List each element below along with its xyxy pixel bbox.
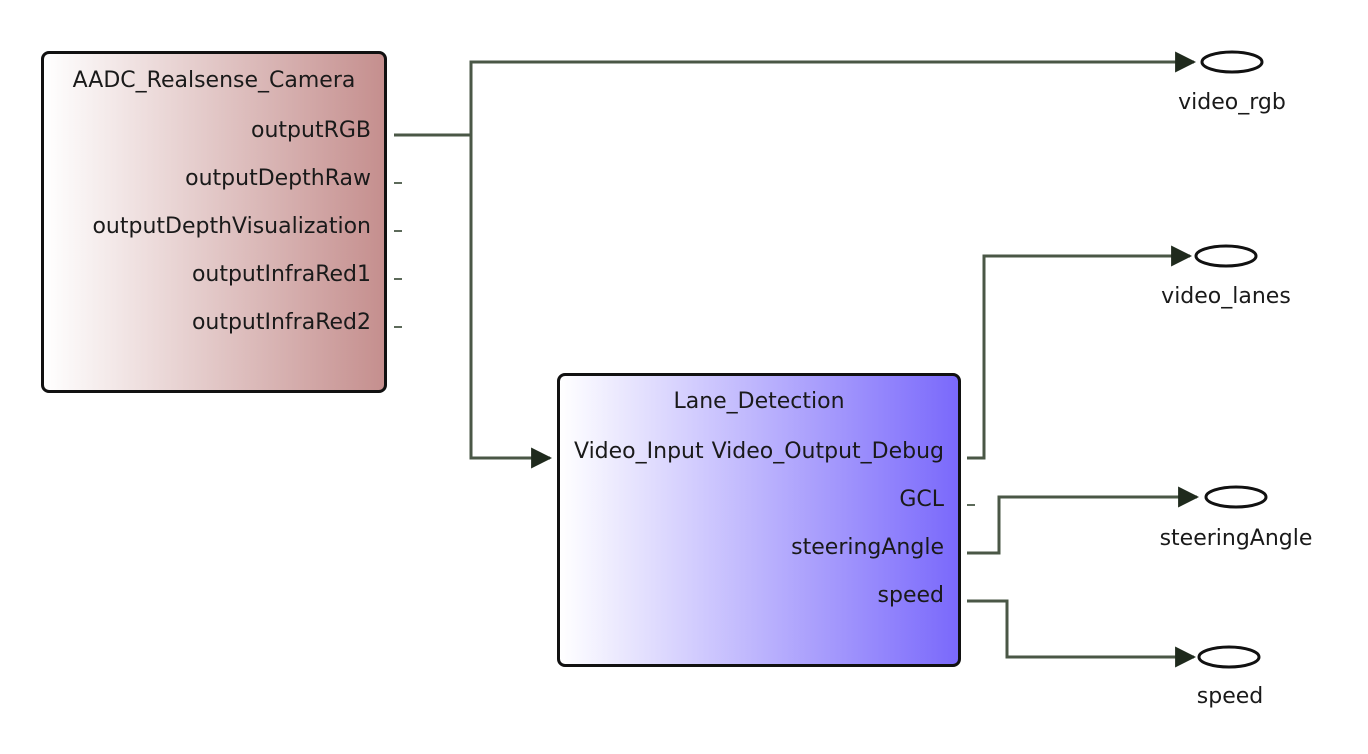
port-label-video-input: Video_Input xyxy=(574,439,704,464)
wire-outputrgb-to-video-input[interactable] xyxy=(469,135,553,469)
wire-steering-to-terminal[interactable] xyxy=(967,486,1200,555)
port-label-outputrgb: outputRGB xyxy=(251,118,371,143)
terminal-steering-icon[interactable] xyxy=(1204,485,1268,509)
port-label-outputdepthvisualization: outputDepthVisualization xyxy=(92,214,371,239)
terminal-label-speed: speed xyxy=(1196,684,1264,709)
port-label-outputdepthraw: outputDepthRaw xyxy=(185,166,371,191)
terminal-video-rgb-icon[interactable] xyxy=(1200,50,1264,74)
port-label-video-output-debug: Video_Output_Debug xyxy=(711,439,944,464)
block-lane-detection[interactable] xyxy=(557,373,961,667)
port-label-outputinfrared1: outputInfraRed1 xyxy=(191,262,371,287)
block-aadc-realsense-camera[interactable] xyxy=(41,51,387,393)
block-title-camera: AADC_Realsense_Camera xyxy=(72,68,356,93)
terminal-label-video-rgb: video_rgb xyxy=(1178,90,1286,115)
port-label-gcl: GCL xyxy=(899,487,944,512)
terminal-label-steeringangle: steeringAngle xyxy=(1159,526,1313,551)
wire-debug-to-video-lanes[interactable] xyxy=(967,245,1193,460)
terminal-video-lanes-icon[interactable] xyxy=(1194,244,1258,268)
terminal-label-video-lanes: video_lanes xyxy=(1161,284,1291,309)
port-label-steeringangle: steeringAngle xyxy=(791,535,944,560)
block-title-lane-detection: Lane_Detection xyxy=(673,389,845,414)
wire-speed-to-terminal[interactable] xyxy=(967,599,1197,668)
terminal-speed-icon[interactable] xyxy=(1197,645,1261,669)
wire-outputrgb-to-video-rgb[interactable] xyxy=(394,51,1197,137)
port-label-outputinfrared2: outputInfraRed2 xyxy=(191,310,371,335)
port-label-speed: speed xyxy=(877,583,944,608)
